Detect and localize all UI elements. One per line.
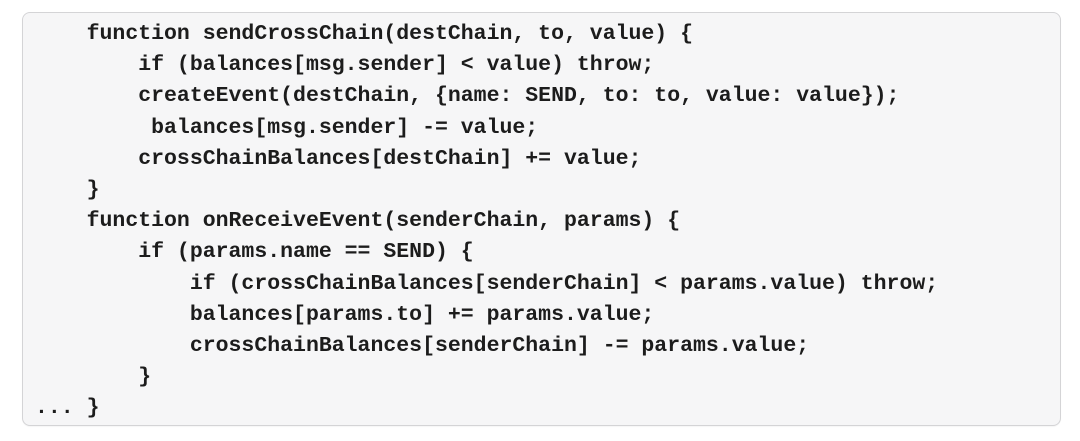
code-content: function sendCrossChain(destChain, to, v… xyxy=(35,22,939,421)
code-block: function sendCrossChain(destChain, to, v… xyxy=(22,12,1061,426)
code-pre: function sendCrossChain(destChain, to, v… xyxy=(35,19,1048,425)
